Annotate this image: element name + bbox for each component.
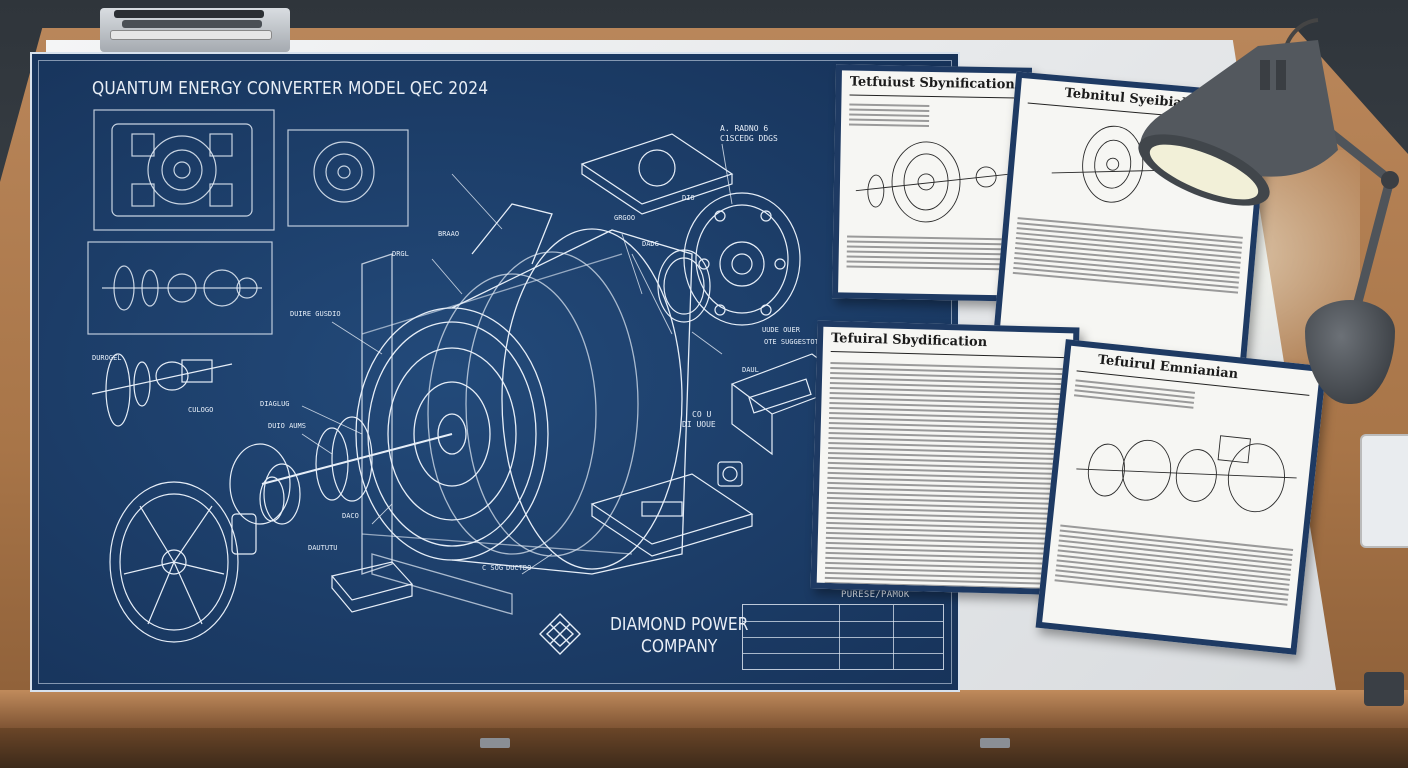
callout-label: DUROGEL	[92, 354, 122, 362]
spec-sheet: Tetfuiust Sbynification	[831, 64, 1033, 302]
callout-label: DAUTUTU	[308, 544, 338, 552]
spec-sheet: Tefuirul Emnianian	[1035, 339, 1327, 655]
pencil	[110, 30, 272, 40]
drawer-handle	[480, 738, 510, 748]
callout-label: DUIO AUMS	[268, 422, 306, 430]
table-apron	[0, 728, 1408, 768]
detail-box	[93, 109, 275, 231]
detail-box	[287, 129, 409, 227]
diamond-logo-icon	[539, 613, 581, 655]
callout-label: DACO	[342, 512, 359, 520]
title-block: PURESE/PAMOK	[742, 590, 944, 670]
callout-label: A. RADNO 6 C1SCEDG DDGS	[720, 124, 778, 143]
detail-box	[87, 241, 273, 335]
callout-label: DADG	[642, 240, 659, 248]
callout-label: GRGOO	[614, 214, 636, 222]
calculator	[1360, 434, 1408, 548]
callout-label: OTE SUGGESTOT	[764, 338, 819, 346]
sheet-title: Tefuiral Sbydification	[830, 330, 988, 351]
table-front-edge	[0, 690, 1408, 730]
callout-label: CO U	[692, 410, 712, 419]
callout-label: DIAGLUG	[260, 400, 290, 408]
title-block-label: PURESE/PAMOK	[841, 590, 910, 600]
technical-drawing	[1076, 435, 1297, 513]
callout-label: DRGL	[392, 250, 409, 258]
callout-label: BRAAO	[438, 230, 460, 238]
spec-sheet: Tefuiral Sbydification	[810, 320, 1080, 596]
callout-label: DAUL	[742, 366, 759, 374]
callout-label: DIO	[682, 194, 695, 202]
callout-label: C SOG	[482, 564, 504, 572]
desk-lamp	[1138, 18, 1399, 342]
sheet-title: Tetfuiust Sbynification	[849, 74, 1015, 93]
company-name: DIAMOND POWER COMPANY	[610, 614, 749, 657]
callout-label: UUDE OUER	[762, 326, 800, 334]
callout-label: DUIRE GUSDIO	[290, 310, 341, 318]
technical-drawing	[855, 141, 1017, 223]
pencil	[122, 20, 262, 28]
blueprint-title: QUANTUM ENERGY CONVERTER MODEL QEC 2024	[92, 78, 489, 99]
drawer-handle	[980, 738, 1010, 748]
pencil-box	[100, 8, 290, 52]
callout-label: DI UOUE	[682, 420, 716, 429]
callout-label: DUCTDO	[506, 564, 532, 572]
pencil	[114, 10, 264, 18]
callout-label: CULOGO	[188, 406, 214, 414]
table-clamp	[1364, 672, 1404, 706]
